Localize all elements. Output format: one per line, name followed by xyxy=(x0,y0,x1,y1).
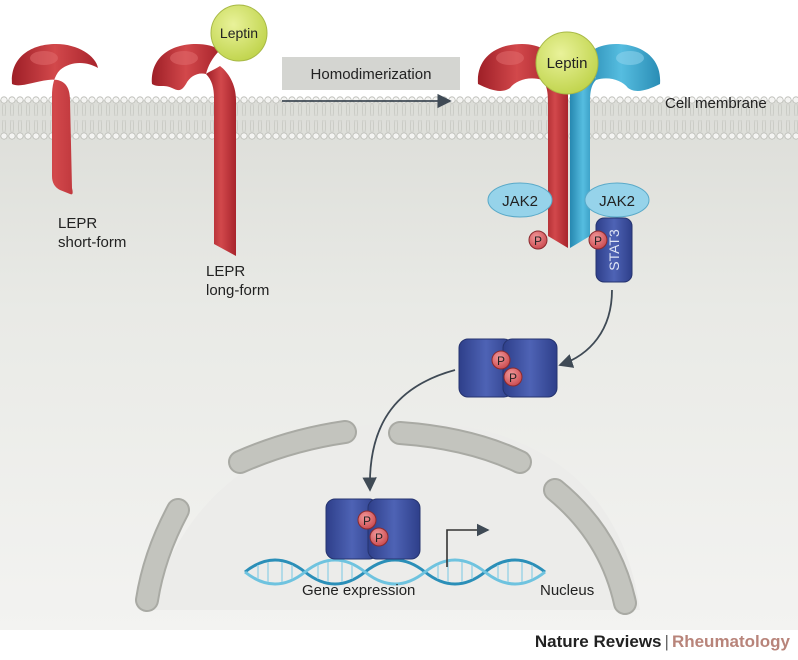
nuclear-envelope-segment xyxy=(137,500,188,610)
lepr-long-label-line1: LEPR xyxy=(206,263,245,280)
jak2-left-label: JAK2 xyxy=(502,193,538,210)
leptin-signaling-diagram: LEPR short-form LEPR long-form Leptin Ho… xyxy=(0,4,798,630)
nucleus-label: Nucleus xyxy=(540,582,594,599)
lepr-short-form-receptor xyxy=(11,44,99,195)
leptin-bound-label: Leptin xyxy=(547,55,588,72)
leptin-free: Leptin xyxy=(210,4,268,62)
dimer-to-nucleus-arrow xyxy=(362,369,456,492)
stat3-dimer-cytoplasm: P P xyxy=(458,338,558,398)
svg-text:P: P xyxy=(497,354,505,368)
phospho-dimer-2: P xyxy=(503,367,523,387)
lepr-short-label-line1: LEPR xyxy=(58,215,97,232)
homodimerization-label: Homodimerization xyxy=(311,66,432,83)
lepr-short-label-line2: short-form xyxy=(58,234,126,251)
journal-credit: Nature Reviews|Rheumatology xyxy=(0,632,790,652)
jak2-left: JAK2 xyxy=(487,182,553,218)
svg-text:P: P xyxy=(363,514,371,528)
nuclear-envelope-segment xyxy=(230,422,355,472)
phospho-dimer-1: P xyxy=(491,350,511,370)
phospho-nuclear-2: P xyxy=(369,527,389,547)
phospho-receptor-left: P xyxy=(528,230,548,250)
svg-text:P: P xyxy=(594,234,602,248)
jak2-right: JAK2 xyxy=(584,182,650,218)
svg-text:P: P xyxy=(509,371,517,385)
svg-text:P: P xyxy=(375,531,383,545)
journal-name: Nature Reviews xyxy=(534,632,662,651)
svg-text:P: P xyxy=(534,234,542,248)
nuclear-envelope-segment xyxy=(545,480,635,613)
phospho-receptor-right: P xyxy=(588,230,608,250)
nuclear-envelope-segment xyxy=(390,423,530,472)
phospho-nuclear-1: P xyxy=(357,510,377,530)
leptin-bound: Leptin xyxy=(535,31,599,95)
stat3-dimer-nucleus: P P xyxy=(325,498,421,560)
cell-membrane-label: Cell membrane xyxy=(665,95,767,112)
dna-helix xyxy=(244,558,546,586)
journal-subject: Rheumatology xyxy=(671,632,790,651)
stat3-protein: STAT3 xyxy=(595,217,633,283)
lepr-long-label-line2: long-form xyxy=(206,282,269,299)
transcription-start-arrow xyxy=(446,523,490,567)
lepr-long-form-receptor xyxy=(151,44,236,256)
credit-separator: | xyxy=(664,632,669,651)
stat3-label: STAT3 xyxy=(606,229,622,271)
cell-membrane xyxy=(0,96,798,140)
gene-expression-label: Gene expression xyxy=(302,582,415,599)
jak2-right-label: JAK2 xyxy=(599,193,635,210)
stat3-to-dimer-arrow xyxy=(558,289,613,368)
leptin-free-label: Leptin xyxy=(220,25,258,41)
homodimerization-box xyxy=(282,57,460,90)
